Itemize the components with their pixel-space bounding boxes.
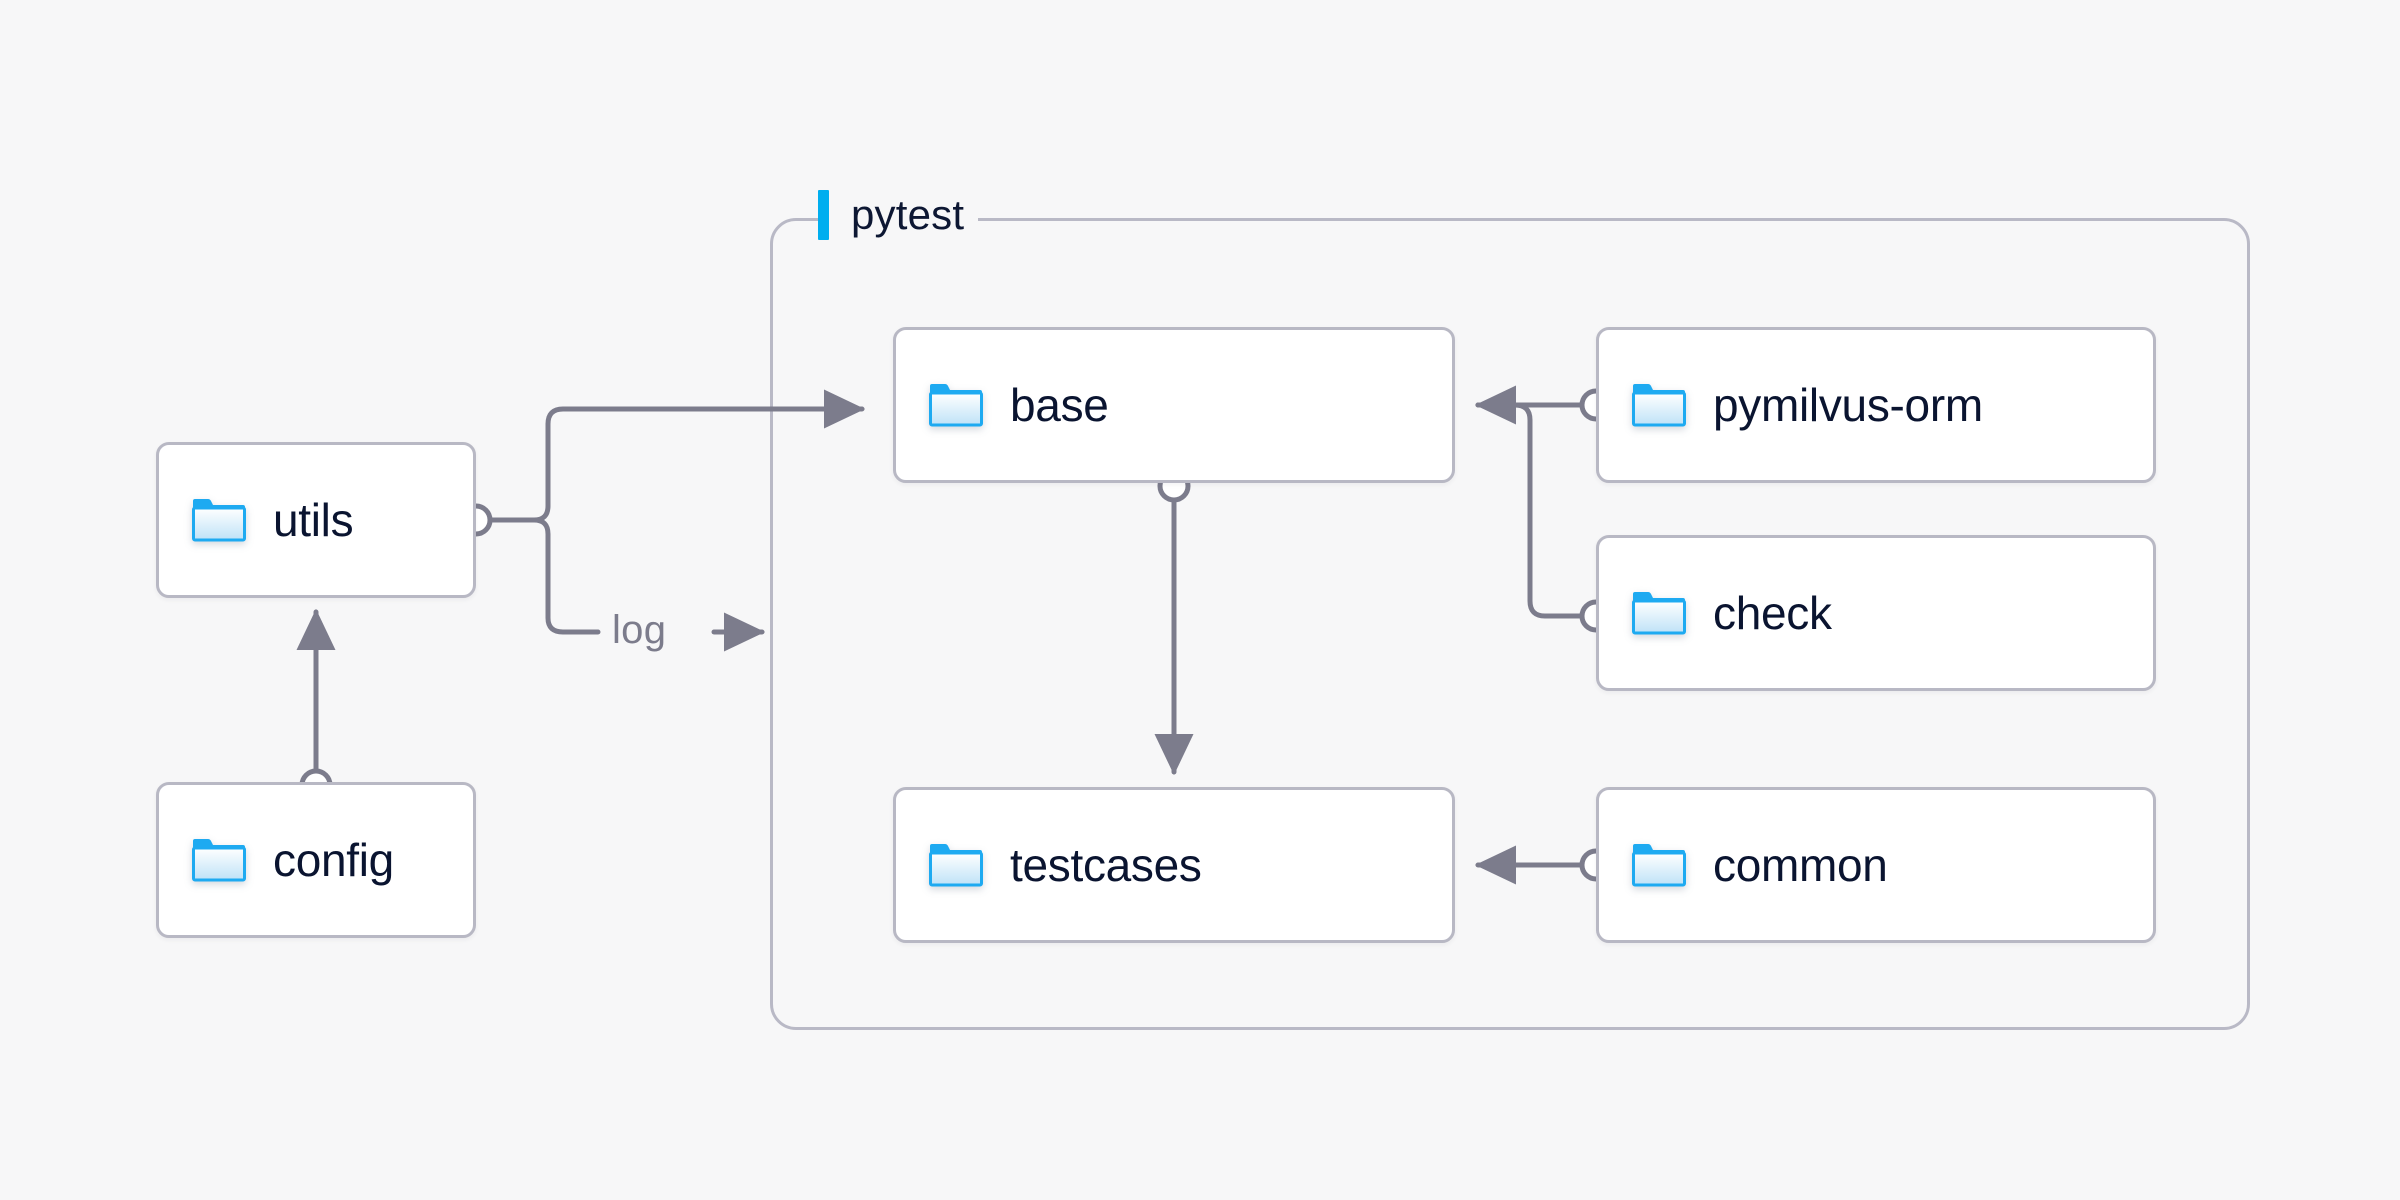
group-title: pytest bbox=[851, 191, 965, 238]
node-pymilvus-orm[interactable]: pymilvus-orm bbox=[1596, 327, 2156, 483]
node-label: base bbox=[1010, 379, 1109, 431]
node-base[interactable]: base bbox=[893, 327, 1455, 483]
group-container-pytest bbox=[770, 218, 2250, 1030]
node-check[interactable]: check bbox=[1596, 535, 2156, 691]
folder-icon bbox=[928, 842, 984, 888]
node-utils[interactable]: utils bbox=[156, 442, 476, 598]
node-label: testcases bbox=[1010, 839, 1202, 891]
node-label: check bbox=[1713, 587, 1832, 639]
node-label: config bbox=[273, 834, 394, 886]
node-testcases[interactable]: testcases bbox=[893, 787, 1455, 943]
node-label: common bbox=[1713, 839, 1888, 891]
node-label: utils bbox=[273, 494, 354, 546]
folder-icon bbox=[928, 382, 984, 428]
folder-icon bbox=[191, 497, 247, 543]
folder-icon bbox=[1631, 842, 1687, 888]
folder-icon bbox=[1631, 382, 1687, 428]
folder-icon bbox=[1631, 590, 1687, 636]
node-label: pymilvus-orm bbox=[1713, 379, 1983, 431]
folder-icon bbox=[191, 837, 247, 883]
node-common[interactable]: common bbox=[1596, 787, 2156, 943]
group-accent-bar bbox=[818, 190, 829, 240]
group-label-pytest: pytest bbox=[818, 186, 979, 244]
node-config[interactable]: config bbox=[156, 782, 476, 938]
edge-label-log: log bbox=[604, 608, 675, 653]
